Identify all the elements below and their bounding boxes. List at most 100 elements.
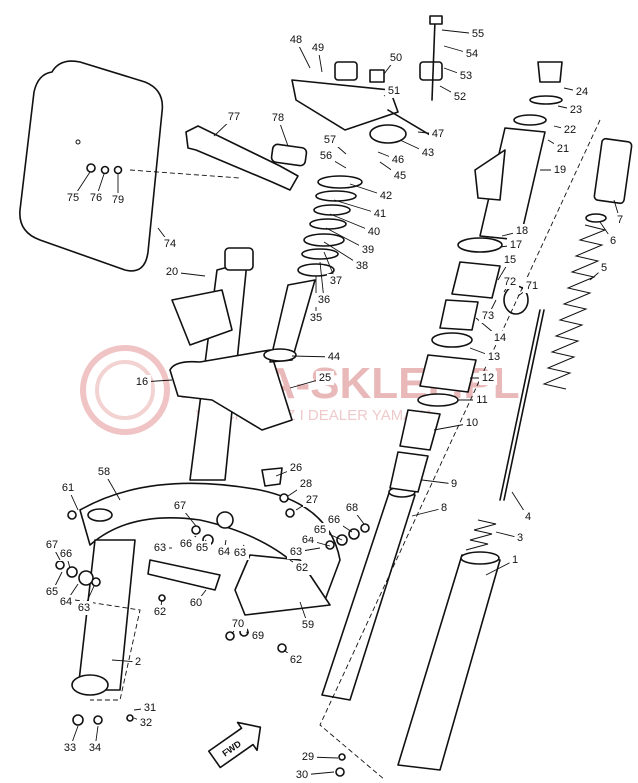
part-label-p46: 46 — [392, 154, 404, 166]
label-backing-p9 — [448, 477, 460, 491]
part-label-p79: 79 — [112, 194, 124, 206]
label-backing-p46 — [389, 153, 407, 167]
part-label-p60: 60 — [190, 597, 202, 609]
part-label-p5: 5 — [601, 262, 607, 274]
circlip — [417, 393, 459, 407]
label-backing-p43 — [419, 146, 437, 160]
part-label-p10: 10 — [466, 417, 478, 429]
label-backing-p64a — [57, 595, 75, 609]
label-backing-p26 — [287, 461, 305, 475]
upper-bracket — [291, 79, 399, 131]
label-backing-p70 — [229, 617, 247, 631]
part-label-p49: 49 — [312, 42, 324, 54]
part-label-p77: 77 — [228, 111, 240, 123]
gasket-29 — [338, 753, 346, 761]
bolt-head-55 — [429, 15, 443, 25]
part-label-p55: 55 — [472, 28, 484, 40]
part-label-p64a: 64 — [60, 596, 72, 608]
fork-spring — [542, 224, 607, 390]
handle-crown — [334, 61, 358, 81]
label-backing-p66b — [177, 537, 195, 551]
label-backing-p56 — [317, 149, 335, 163]
label-backing-p74 — [161, 237, 179, 251]
part-label-p7: 7 — [617, 214, 623, 226]
bolt-50 — [369, 69, 385, 83]
label-backing-p49 — [309, 41, 327, 55]
label-backing-p44 — [325, 350, 343, 364]
part-label-p32: 32 — [140, 717, 152, 729]
part-label-p38: 38 — [356, 260, 368, 272]
label-backing-p67b — [171, 499, 189, 513]
label-backing-p68 — [343, 501, 361, 515]
part-label-p41: 41 — [374, 208, 386, 220]
label-backing-p39 — [359, 243, 377, 257]
bearing-stack — [297, 175, 363, 277]
part-label-p63a: 63 — [78, 602, 90, 614]
label-backing-p19 — [551, 163, 569, 177]
label-backing-p36 — [315, 293, 333, 307]
part-label-p28: 28 — [300, 478, 312, 490]
label-backing-p52 — [451, 90, 469, 104]
part-label-p68: 68 — [346, 502, 358, 514]
part-label-p48: 48 — [290, 34, 302, 46]
seal-washer — [431, 332, 473, 348]
fender-brace — [147, 559, 221, 591]
label-backing-p3 — [514, 531, 526, 545]
fork-cap-left — [224, 247, 254, 271]
label-backing-p64b — [215, 545, 233, 559]
steering-damper — [369, 124, 407, 144]
label-backing-p62b — [293, 561, 311, 575]
part-label-p63b: 63 — [234, 547, 246, 559]
plate-bolts — [86, 163, 123, 175]
part-label-p67a: 67 — [46, 539, 58, 551]
label-backing-p77 — [225, 110, 243, 124]
label-backing-p62c — [287, 653, 305, 667]
steering-stem — [269, 279, 316, 363]
part-label-p13: 13 — [488, 351, 500, 363]
part-label-p25: 25 — [319, 372, 331, 384]
part-label-p63c: 63 — [290, 546, 302, 558]
plate-hole — [75, 139, 81, 145]
holder-bolt — [431, 19, 436, 101]
part-label-p4: 4 — [525, 511, 531, 523]
part-label-p12: 12 — [482, 372, 494, 384]
part-label-p11: 11 — [476, 394, 487, 406]
part-label-p66a: 66 — [60, 548, 72, 560]
outer-tube-right — [397, 554, 501, 771]
part-label-p73: 73 — [482, 310, 494, 322]
assembly-line-left — [74, 599, 141, 701]
label-backing-p24 — [573, 85, 591, 99]
part-label-p36: 36 — [318, 294, 330, 306]
part-label-p66c: 66 — [328, 514, 340, 526]
part-label-p21: 21 — [557, 143, 569, 155]
piston-metal — [399, 409, 441, 451]
label-backing-p65c — [311, 523, 329, 537]
part-label-p35: 35 — [310, 312, 322, 324]
part-label-p62b: 62 — [296, 562, 308, 574]
plate-mount-line — [129, 169, 241, 179]
label-backing-p66a — [57, 547, 75, 561]
part-label-p66b: 66 — [180, 538, 192, 550]
part-label-p34: 34 — [89, 742, 101, 754]
label-backing-p13 — [485, 350, 503, 364]
part-label-p45: 45 — [394, 170, 406, 182]
label-backing-p25 — [316, 371, 334, 385]
label-backing-p37 — [327, 274, 345, 288]
label-backing-p2 — [132, 655, 144, 669]
label-backing-p58 — [95, 465, 113, 479]
under-bracket — [169, 349, 293, 431]
label-backing-p5 — [598, 261, 610, 275]
cover-upper — [451, 261, 501, 299]
part-label-p43: 43 — [422, 147, 434, 159]
fender-hardware-left — [55, 560, 101, 587]
grommet — [270, 143, 308, 167]
part-label-p69: 69 — [252, 630, 264, 642]
label-backing-p63b — [231, 546, 249, 560]
label-backing-p63d — [151, 541, 169, 555]
part-labels: 1234567891011121314151617181920212223242… — [43, 27, 626, 782]
label-backing-p20 — [163, 265, 181, 279]
part-label-p23: 23 — [570, 104, 582, 116]
label-backing-p63a — [75, 601, 93, 615]
